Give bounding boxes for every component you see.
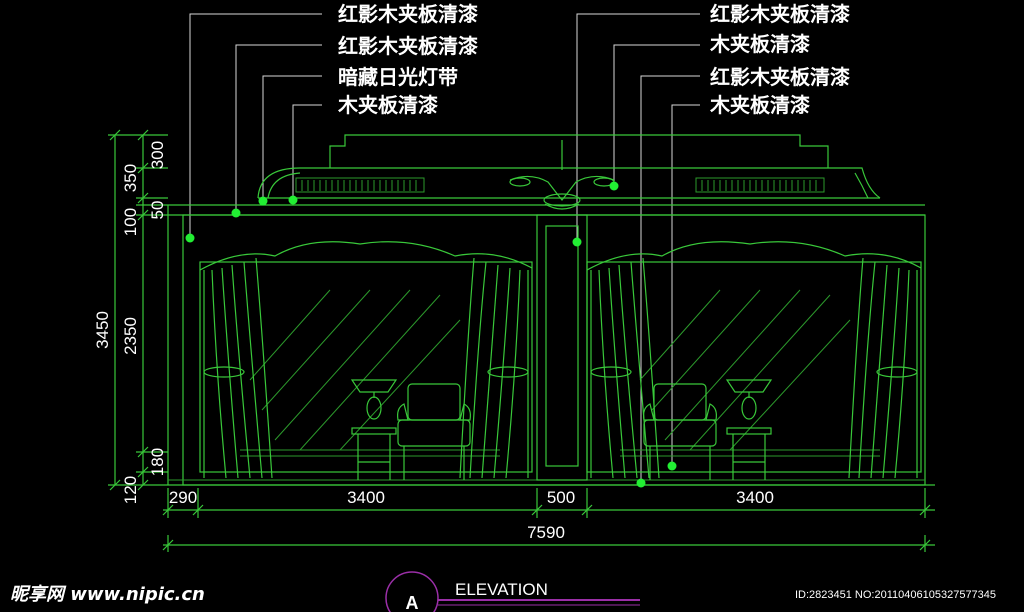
- wall-outline: [167, 205, 935, 486]
- section-circle: [385, 571, 439, 612]
- leader-dot: [667, 461, 677, 471]
- leader-line: [613, 44, 700, 186]
- window-left: [199, 241, 533, 480]
- dim-290: 290: [169, 488, 197, 507]
- label-right-2: 木夹板清漆: [709, 32, 810, 56]
- watermark: 昵享网 www.nipic.cn: [10, 584, 205, 605]
- leader-dot: [288, 195, 298, 205]
- lamp-table-left: [350, 379, 398, 480]
- label-left-3: 暗藏日光灯带: [338, 65, 458, 89]
- leader-dots: [185, 181, 677, 488]
- cove-light-right: [695, 177, 825, 193]
- dim-300: 300: [148, 141, 167, 169]
- leader-line: [640, 75, 700, 483]
- dim-100: 100: [121, 208, 140, 236]
- armchair-left: [397, 383, 471, 480]
- ceiling-profile: [168, 134, 925, 216]
- label-right-3: 红影木夹板清漆: [710, 65, 850, 89]
- horizontal-dimensions: [162, 488, 935, 552]
- label-left-2: 红影木夹板清漆: [338, 34, 478, 58]
- cove-light-left: [295, 177, 425, 193]
- dim-3400-right: 3400: [736, 488, 774, 507]
- dim-total-width: 7590: [527, 523, 565, 542]
- section-mark: A: [406, 593, 419, 612]
- leader-line: [262, 75, 322, 201]
- vertical-dimensions: [108, 129, 168, 491]
- leaders-right: [576, 13, 700, 483]
- image-id: ID:2823451 NO:20110406105327577345: [795, 589, 996, 601]
- label-left-1: 红影木夹板清漆: [338, 2, 478, 26]
- title-block: A ELEVATION: [385, 571, 640, 612]
- leader-dot: [231, 208, 241, 218]
- label-right-1: 红影木夹板清漆: [710, 2, 850, 26]
- dim-500: 500: [547, 488, 575, 507]
- armchair-right: [643, 383, 717, 480]
- glass-reflection: [249, 289, 461, 451]
- dim-total-height: 3450: [93, 311, 112, 349]
- leader-line: [189, 13, 322, 238]
- window-right: [586, 241, 922, 480]
- curtain-left-r: [459, 257, 529, 479]
- leader-dot: [185, 233, 195, 243]
- curtain-right-l: [590, 257, 660, 479]
- curtain-right-r: [848, 257, 918, 479]
- curtain-left-l: [203, 257, 273, 479]
- label-left-4: 木夹板清漆: [337, 93, 438, 117]
- lamp-table-right: [725, 379, 773, 480]
- leader-dot: [572, 237, 582, 247]
- dim-3400-left: 3400: [347, 488, 385, 507]
- label-right-4: 木夹板清漆: [709, 93, 810, 117]
- dim-50: 50: [148, 201, 167, 220]
- chandelier: [509, 140, 615, 210]
- dim-350: 350: [121, 164, 140, 192]
- dim-2350: 2350: [121, 317, 140, 355]
- dim-180: 180: [148, 448, 167, 476]
- dim-120: 120: [121, 476, 140, 504]
- leader-dot: [258, 196, 268, 206]
- leader-dot: [609, 181, 619, 191]
- leader-line: [576, 13, 700, 242]
- elevation-title: ELEVATION: [455, 580, 548, 599]
- leader-line: [235, 44, 322, 213]
- leader-dot: [636, 478, 646, 488]
- leader-line: [671, 104, 700, 466]
